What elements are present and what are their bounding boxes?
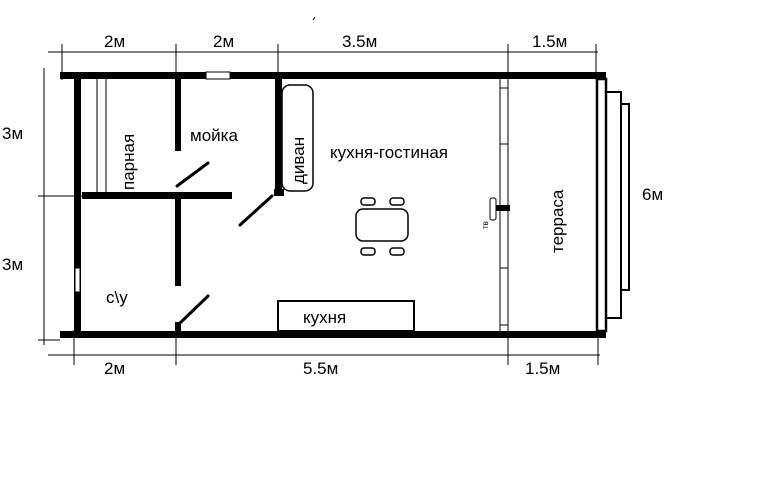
room-label-bath: с\у — [106, 288, 128, 307]
dim-left-2: 3м — [2, 255, 23, 274]
dim-top-3: 3.5м — [342, 32, 377, 51]
room-label-steam: парная — [119, 134, 138, 190]
walls — [60, 72, 606, 338]
dim-bottom-3: 1.5м — [525, 359, 560, 378]
room-label-wash: мойка — [190, 126, 238, 145]
room-label-kitchen: кухня — [303, 308, 346, 327]
tv-icon — [489, 197, 497, 221]
room-label-sofa: диван — [289, 137, 308, 184]
window-top — [205, 71, 231, 80]
terrace-partition — [499, 79, 509, 331]
room-label-terrace: терраса — [548, 189, 567, 253]
doors — [175, 161, 274, 327]
sofa-shape — [281, 84, 314, 192]
stray-mark — [312, 16, 316, 21]
dim-bottom-1: 2м — [104, 359, 125, 378]
dim-top-4: 1.5м — [532, 32, 567, 51]
dim-left-1: 3м — [2, 124, 23, 143]
dim-right: 6м — [642, 185, 663, 204]
label-tv: тв — [481, 221, 490, 229]
dimension-lines — [38, 44, 600, 365]
dim-bottom-2: 5.5м — [303, 359, 338, 378]
dim-top-2: 2м — [213, 32, 234, 51]
steam-room-bench — [96, 79, 107, 192]
kitchen-counter — [277, 300, 415, 332]
terrace-stairs — [595, 77, 630, 333]
dim-top-1: 2м — [104, 32, 125, 51]
window-left — [74, 267, 81, 293]
room-label-living: кухня-гостиная — [330, 143, 448, 162]
dining-table — [355, 197, 409, 256]
